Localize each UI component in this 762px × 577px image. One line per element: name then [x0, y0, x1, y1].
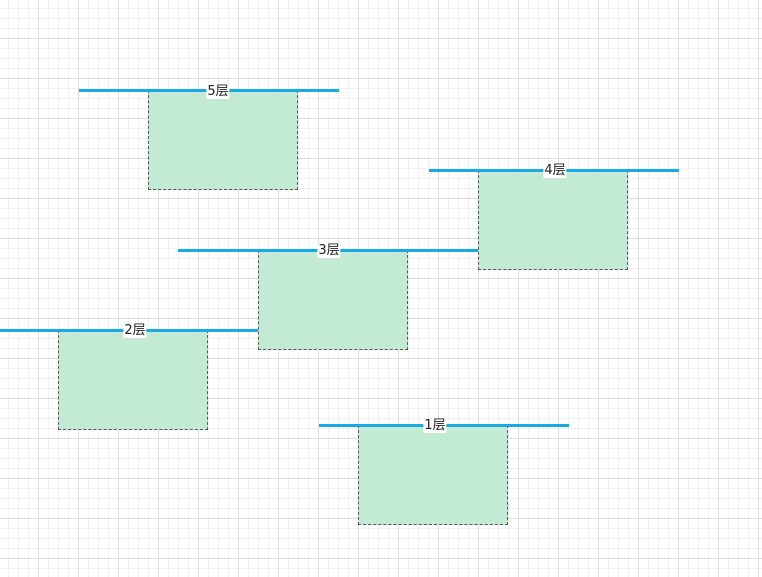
- floor-5-block[interactable]: [148, 90, 298, 190]
- floor-3-block[interactable]: [258, 250, 408, 350]
- floor-2-label: 2层: [123, 323, 147, 338]
- floor-4-block[interactable]: [478, 170, 628, 270]
- floor-1-label: 1层: [423, 418, 447, 433]
- floor-1-block[interactable]: [358, 425, 508, 525]
- floor-2-block[interactable]: [58, 330, 208, 430]
- floor-5-label: 5层: [206, 84, 230, 99]
- floor-3-label: 3层: [317, 243, 341, 258]
- floor-4-label: 4层: [543, 163, 567, 178]
